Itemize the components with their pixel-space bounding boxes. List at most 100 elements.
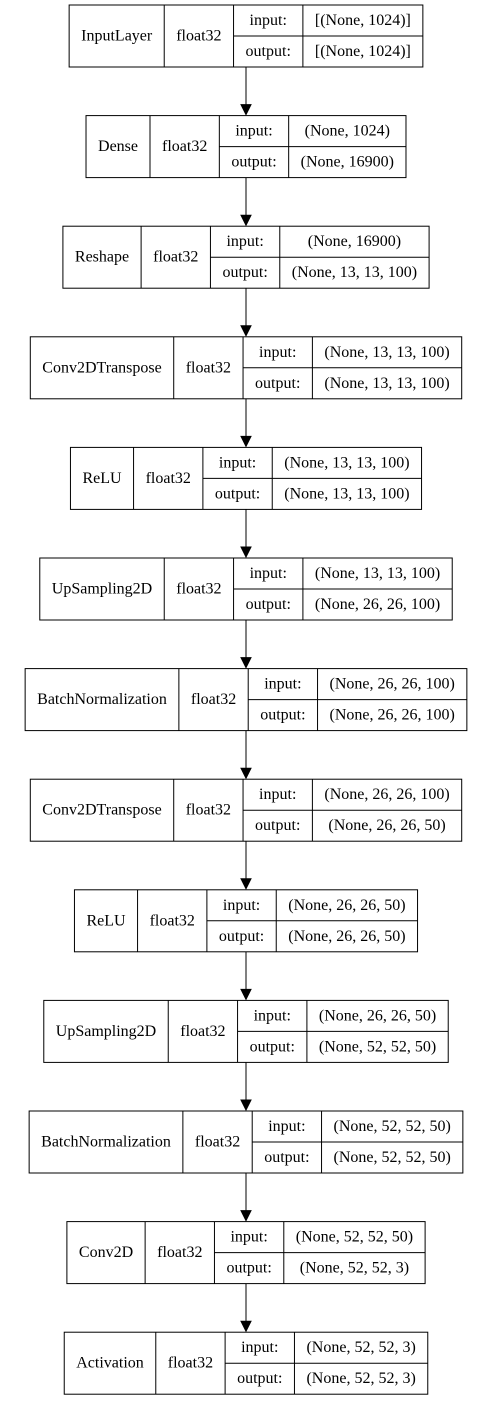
layer-name: InputLayer [81, 28, 153, 45]
connection-arrow [240, 1283, 252, 1333]
input-shape: (None, 26, 26, 100) [330, 676, 455, 693]
output-shape: (None, 52, 52, 50) [334, 1149, 451, 1166]
input-label: input: [219, 454, 256, 471]
input-shape: (None, 13, 13, 100) [324, 344, 449, 361]
layer-node: InputLayer float32 input: output: [(None, 10… [68, 4, 424, 68]
layer-name: ReLU [82, 470, 122, 487]
connection-arrow [240, 951, 252, 1001]
connection-arrows [240, 67, 252, 1333]
input-label: input: [230, 1229, 267, 1246]
arrow-head [240, 988, 252, 1001]
layer-node: Conv2D float32 input: output: (None, 52, 52,… [66, 1221, 426, 1285]
layer-node: Conv2DTranspose float32 input: output: (None… [29, 778, 463, 842]
input-shape: [(None, 1024)] [315, 12, 411, 29]
input-label: input: [250, 565, 287, 582]
arrow-head [240, 1320, 252, 1333]
output-shape: (None, 13, 13, 100) [284, 485, 409, 502]
layer-name: ReLU [86, 912, 126, 929]
layer-node: ReLU float32 input: output: (None, 26, 26, 5… [73, 889, 419, 953]
input-label: input: [250, 12, 287, 29]
output-shape: (None, 13, 13, 100) [324, 375, 449, 392]
layer-name: BatchNormalization [41, 1134, 171, 1151]
output-shape: (None, 52, 52, 50) [319, 1038, 436, 1055]
arrow-head [240, 214, 252, 227]
output-label: output: [255, 817, 300, 834]
output-label: output: [246, 596, 291, 613]
arrow-head [240, 325, 252, 337]
layer-name: Conv2D [79, 1244, 133, 1261]
layer-dtype: float32 [162, 138, 207, 155]
arrow-head [240, 1099, 252, 1112]
connection-arrow [240, 177, 252, 227]
layer-dtype: float32 [186, 802, 231, 819]
input-label: input: [259, 344, 296, 361]
layer-name: BatchNormalization [37, 691, 167, 708]
input-label: input: [254, 1007, 291, 1024]
layer-name: Activation [76, 1355, 144, 1372]
layer-dtype: float32 [157, 1244, 202, 1261]
connection-arrow [240, 730, 252, 780]
layer-name: UpSampling2D [52, 581, 152, 598]
input-shape: (None, 52, 52, 3) [306, 1339, 415, 1356]
input-label: input: [226, 233, 263, 250]
output-shape: (None, 26, 26, 50) [328, 817, 445, 834]
output-shape: (None, 26, 26, 100) [330, 707, 455, 724]
layer-dtype: float32 [146, 470, 191, 487]
connection-arrow [240, 1062, 252, 1112]
output-label: output: [237, 1370, 282, 1387]
input-label: input: [268, 1118, 305, 1135]
input-label: input: [264, 676, 301, 693]
output-shape: (None, 13, 13, 100) [292, 264, 417, 281]
arrow-head [240, 767, 252, 780]
connection-arrow [240, 841, 252, 890]
output-label: output: [231, 154, 276, 171]
input-shape: (None, 52, 52, 50) [334, 1118, 451, 1135]
output-label: output: [260, 707, 305, 724]
input-shape: (None, 26, 26, 50) [319, 1007, 436, 1024]
layer-dtype: float32 [150, 912, 195, 929]
layer-dtype: float32 [176, 581, 221, 598]
arrow-head [240, 104, 252, 116]
layer-name: Dense [98, 138, 138, 155]
output-label: output: [222, 264, 267, 281]
connection-arrow [240, 67, 252, 116]
output-label: output: [226, 1260, 271, 1277]
output-shape: (None, 52, 52, 3) [306, 1370, 415, 1387]
arrow-head [240, 546, 252, 559]
output-shape: [(None, 1024)] [315, 43, 411, 60]
layer-dtype: float32 [180, 1023, 225, 1040]
output-shape: (None, 16900) [301, 154, 394, 171]
output-label: output: [219, 928, 264, 945]
input-label: input: [259, 786, 296, 803]
input-shape: (None, 26, 26, 50) [288, 897, 405, 914]
arrow-head [240, 657, 252, 669]
input-label: input: [223, 897, 260, 914]
arrow-head [240, 1210, 252, 1222]
layer-name: Conv2DTranspose [42, 802, 161, 819]
output-shape: (None, 26, 26, 100) [315, 596, 440, 613]
layer-node: UpSampling2D float32 input: output: (None, 1… [39, 557, 453, 621]
layer-name: UpSampling2D [56, 1023, 156, 1040]
input-shape: (None, 52, 52, 50) [296, 1229, 413, 1246]
input-shape: (None, 13, 13, 100) [315, 565, 440, 582]
layer-dtype: float32 [191, 691, 236, 708]
connection-arrow [240, 288, 252, 337]
layer-dtype: float32 [153, 249, 198, 266]
arrow-head [240, 435, 252, 448]
input-shape: (None, 26, 26, 100) [324, 786, 449, 803]
input-shape: (None, 16900) [308, 233, 401, 250]
input-label: input: [235, 123, 272, 140]
layer-dtype: float32 [176, 28, 221, 45]
output-label: output: [246, 43, 291, 60]
layer-dtype: float32 [168, 1355, 213, 1372]
output-shape: (None, 52, 52, 3) [300, 1260, 409, 1277]
connection-arrow [240, 398, 252, 448]
